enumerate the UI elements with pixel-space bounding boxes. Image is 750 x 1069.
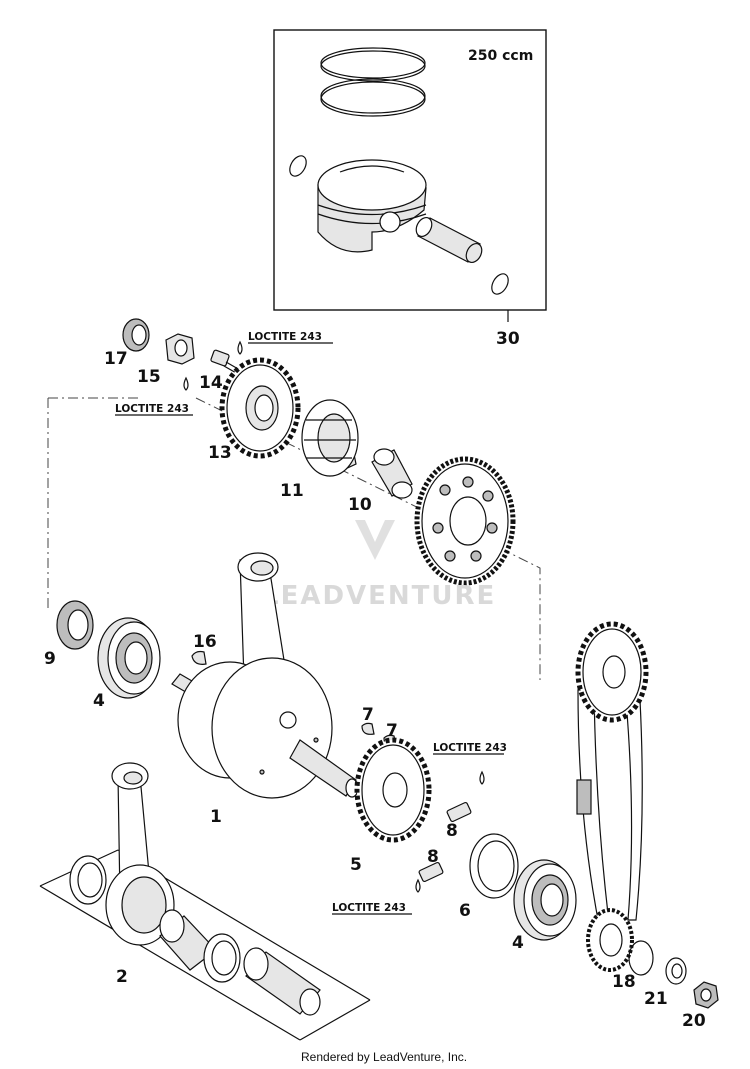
callout-7a: 7 (362, 705, 374, 725)
callout-13: 13 (208, 443, 232, 463)
gear-13 (219, 357, 301, 459)
nut-20 (693, 981, 719, 1009)
screw-14 (210, 349, 241, 375)
seal-9 (56, 600, 94, 650)
circlip-18 (628, 940, 654, 976)
loctite-label-3: LOCTITE 243 (433, 742, 507, 754)
callout-4-right: 4 (512, 933, 524, 953)
callout-15: 15 (137, 367, 161, 387)
watermark-text: LEADVENTURE (262, 581, 496, 611)
callout-9: 9 (44, 649, 56, 669)
callout-10: 10 (348, 495, 372, 515)
watermark: LEADVENTURE (262, 520, 496, 611)
callout-30: 30 (496, 329, 520, 349)
callout-11: 11 (280, 481, 304, 501)
loctite-label-1: LOCTITE 243 (115, 403, 189, 415)
callout-8-upper: 8 (446, 821, 458, 841)
callout-14: 14 (199, 373, 223, 393)
callout-18: 18 (612, 972, 636, 992)
callout-20: 20 (682, 1011, 706, 1031)
callout-21: 21 (644, 989, 668, 1009)
bearing-4-right (513, 859, 577, 941)
circlip-left (289, 155, 307, 177)
callout-2: 2 (116, 967, 128, 987)
bearing-4-left (97, 617, 161, 699)
callout-4-left: 4 (93, 691, 105, 711)
piston-pin (415, 216, 483, 264)
starter-gear (414, 456, 516, 586)
freewheel-11 (301, 399, 359, 477)
callout-6: 6 (459, 901, 471, 921)
conrod-kit-2 (39, 762, 371, 1041)
loctite-label-2: LOCTITE 243 (248, 331, 322, 343)
piston (317, 159, 427, 253)
timing-chain-assembly (575, 621, 649, 972)
loctite-drop-3 (479, 770, 485, 785)
needle-bearing-10 (371, 448, 413, 499)
screw-8-lower (418, 861, 444, 883)
callout-1: 1 (210, 807, 222, 827)
crankshaft-1 (171, 552, 359, 799)
loctite-drop-4 (415, 878, 421, 893)
woodruff-key-16 (191, 650, 207, 665)
loctite-drop-2 (237, 340, 243, 355)
washer-21 (665, 957, 687, 985)
nut-15 (165, 333, 195, 365)
callout-17: 17 (104, 349, 128, 369)
footer-credit: Rendered by LeadVenture, Inc. (301, 1050, 467, 1064)
callout-5: 5 (350, 855, 362, 875)
callout-8-lower: 8 (427, 847, 439, 867)
gear-5 (354, 737, 432, 843)
circlip-right (491, 273, 509, 295)
piston-kit-frame (273, 29, 547, 311)
callout-7b: 7 (386, 721, 398, 741)
washer-6 (469, 833, 519, 899)
screw-8-upper (446, 801, 472, 823)
loctite-drop-1 (183, 376, 189, 391)
piston-kit-note: 250 ccm (468, 48, 533, 64)
woodruff-key-7a (361, 722, 375, 735)
piston-kit-group: 250 ccm 30 (273, 29, 547, 349)
callout-16: 16 (193, 632, 217, 652)
piston-rings (320, 47, 426, 117)
seal-17 (122, 318, 150, 352)
loctite-label-4: LOCTITE 243 (332, 902, 406, 914)
